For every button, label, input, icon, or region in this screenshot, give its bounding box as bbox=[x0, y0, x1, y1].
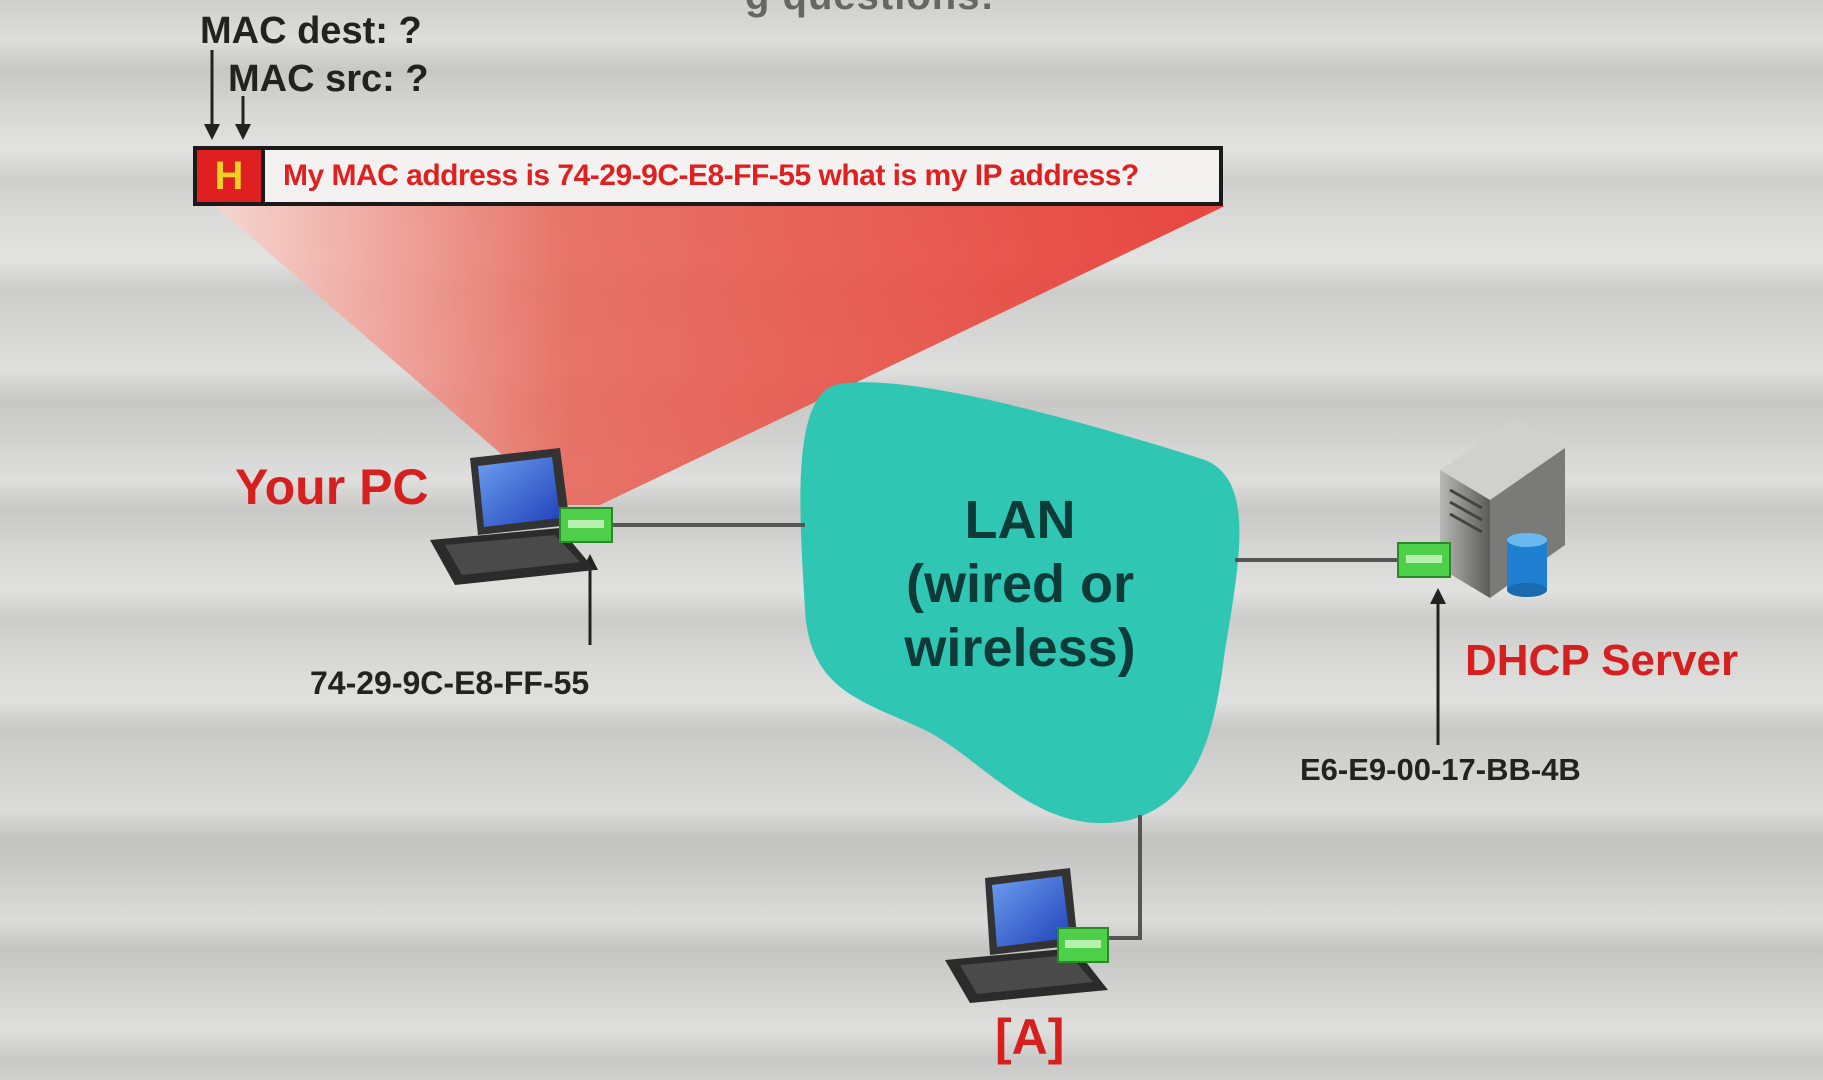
database-icon bbox=[1507, 533, 1547, 597]
dhcp-request-frame: H My MAC address is 74-29-9C-E8-FF-55 wh… bbox=[193, 146, 1223, 206]
lan-hostA-link bbox=[1100, 815, 1142, 940]
lan-label-line: LAN bbox=[964, 490, 1076, 550]
mac-src-label: MAC src: ? bbox=[228, 58, 429, 100]
lan-label-line: wireless) bbox=[904, 618, 1136, 678]
dhcp-server-label: DHCP Server bbox=[1465, 636, 1739, 685]
your-pc-label: Your PC bbox=[235, 459, 429, 515]
lan-label-line: (wired or bbox=[905, 554, 1135, 614]
nic-port-icon bbox=[1057, 927, 1109, 963]
lan-cloud bbox=[800, 382, 1240, 824]
frame-payload-text: My MAC address is 74-29-9C-E8-FF-55 what… bbox=[283, 159, 1139, 192]
dhcp-server-mac-label: E6-E9-00-17-BB-4B bbox=[1300, 752, 1581, 787]
host-a-label: [A] bbox=[995, 1009, 1065, 1065]
mac-dest-label: MAC dest: ? bbox=[200, 10, 422, 52]
lan-label: LAN (wired or wireless) bbox=[880, 488, 1160, 680]
frame-cone bbox=[215, 206, 1225, 505]
laptop-icon bbox=[430, 448, 595, 585]
laptop-icon bbox=[945, 868, 1108, 1003]
header-cut-text: g questions: bbox=[745, 0, 995, 19]
frame-header-field: H bbox=[197, 150, 265, 202]
nic-port-icon bbox=[559, 507, 613, 543]
nic-port-icon bbox=[1397, 542, 1451, 578]
your-pc-mac-label: 74-29-9C-E8-FF-55 bbox=[310, 665, 590, 701]
